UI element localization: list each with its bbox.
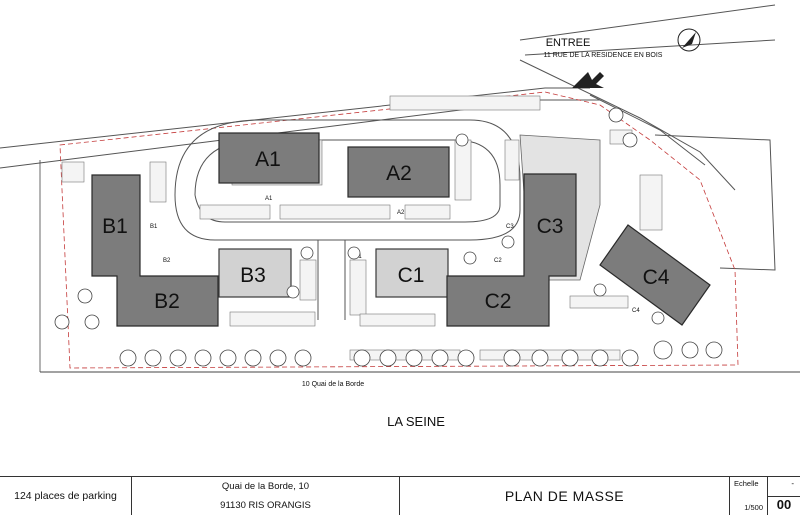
index-number: 00 <box>776 497 792 512</box>
entry-marker-a1: A1 <box>265 196 273 202</box>
entry-marker-c2: C2 <box>494 258 502 264</box>
entry-marker-b2: B2 <box>163 258 171 264</box>
index-dash: - <box>791 479 794 488</box>
parking-count-text: 124 places de parking <box>14 490 117 502</box>
entrance-arrow-icon <box>572 72 604 88</box>
trees <box>54 107 723 367</box>
label-a2: A2 <box>386 162 412 185</box>
label-c2: C2 <box>485 290 512 313</box>
index-divider <box>768 496 800 497</box>
index-cell: - 00 <box>768 477 800 515</box>
title-block: 124 places de parking Quai de la Borde, … <box>0 476 800 515</box>
building-c4 <box>599 224 711 326</box>
label-b3: B3 <box>240 264 266 287</box>
parking-count: 124 places de parking <box>0 477 132 515</box>
drawing-title-text: PLAN DE MASSE <box>504 488 625 504</box>
drawing-title: PLAN DE MASSE <box>400 477 730 515</box>
building-labels: A1 A2 B1 B2 B3 C1 C2 C3 C4 <box>102 148 670 313</box>
north-arrow-icon <box>677 28 701 52</box>
building-a1 <box>218 132 320 184</box>
street-label: 10 Quai de la Borde <box>302 381 364 388</box>
building-b1 <box>91 174 219 327</box>
label-b2: B2 <box>154 290 180 313</box>
building-c2 <box>446 173 577 327</box>
entry-marker-a2: A2 <box>397 210 405 216</box>
entrance-address: 11 RUE DE LA RESIDENCE EN BOIS <box>544 52 663 59</box>
parking-areas <box>61 95 663 361</box>
label-a1: A1 <box>255 148 281 171</box>
building-c1 <box>375 248 449 298</box>
address-line-1: Quai de la Borde, 10 <box>221 481 310 492</box>
scale-value: 1/500 <box>744 503 763 512</box>
label-b1: B1 <box>102 215 128 238</box>
entrance-title: ENTREE <box>546 37 591 49</box>
label-c4: C4 <box>643 266 670 289</box>
entry-marker-c4: C4 <box>632 308 640 314</box>
label-c3: C3 <box>537 215 564 238</box>
river-label: LA SEINE <box>387 414 445 429</box>
label-c1: C1 <box>398 264 425 287</box>
address-line-2: 91130 RIS ORANGIS <box>220 500 311 511</box>
project-address: Quai de la Borde, 10 91130 RIS ORANGIS <box>132 477 400 515</box>
building-a2 <box>347 146 450 198</box>
scale-cell: Echelle 1/500 <box>730 477 768 515</box>
scale-label: Echelle <box>734 479 759 488</box>
site-boundary <box>59 91 739 369</box>
entry-marker-b1: B1 <box>150 224 158 230</box>
building-b3 <box>218 248 292 298</box>
entry-marker-c3: C3 <box>506 224 514 230</box>
buildings <box>91 132 711 327</box>
